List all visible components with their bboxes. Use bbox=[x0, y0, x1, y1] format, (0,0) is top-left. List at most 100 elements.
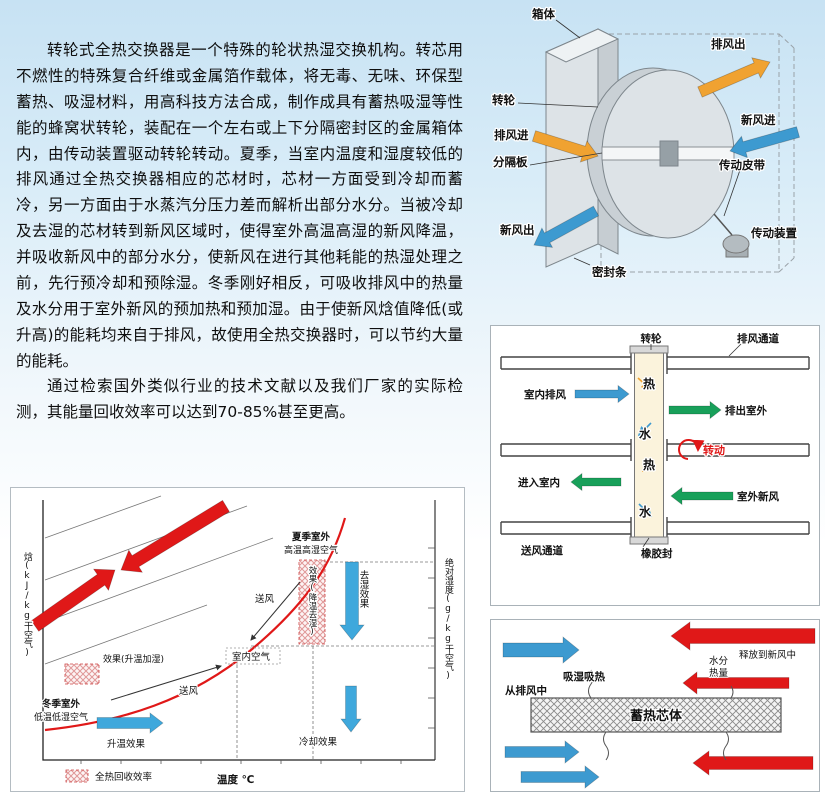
chart-axes bbox=[42, 500, 436, 761]
label-into-indoor: 进入室内 bbox=[518, 476, 560, 489]
label-supply-channel: 送风通道 bbox=[520, 544, 563, 557]
label-fresh-in: 新风进 bbox=[741, 113, 776, 127]
fresh-out-arrow bbox=[533, 205, 600, 248]
wheel-3d-figure: 箱体 排风出 转轮 新风进 排风进 分隔板 传动皮带 新风出 传动装置 密封条 bbox=[468, 4, 820, 316]
rotation-arrow bbox=[678, 439, 705, 460]
transfer-arrows bbox=[502, 621, 816, 789]
label-exhaust-channel: 排风通道 bbox=[737, 332, 779, 345]
heat-transfer-mini-arrow bbox=[641, 459, 654, 473]
schematic-labels: 转轮 排风通道 室内排风 热 排出室外 水 转动 热 进入室内 室外新风 水 送… bbox=[517, 331, 781, 562]
cooling-arrow bbox=[340, 685, 362, 733]
label-supply-summer: 送风 bbox=[255, 593, 275, 605]
label-winter-line1: 冬季室外 bbox=[42, 698, 81, 710]
axis-ticks bbox=[80, 547, 435, 764]
label-cooling-effect: 冷却效果 bbox=[299, 736, 338, 748]
core-labels: 从排风中 吸湿吸热 水分 热量 释放到新风中 蓄热芯体 bbox=[504, 648, 798, 726]
heating-arrow bbox=[96, 712, 164, 734]
moisture-heat-wavy-lines bbox=[588, 669, 734, 761]
label-from-exhaust: 从排风中 bbox=[505, 684, 547, 697]
label-winter-line2: 低温低湿空气 bbox=[34, 711, 88, 723]
intro-text-block: 转轮式全热交换器是一个特殊的轮状热湿交换机构。转芯用不燃性的特殊复合纤维或金属箔… bbox=[16, 38, 463, 426]
rotor-top-cap bbox=[629, 345, 669, 354]
indoor-exhaust-arrow bbox=[574, 384, 630, 404]
wheel-3d-svg: 箱体 排风出 转轮 新风进 排风进 分隔板 传动皮带 新风出 传动装置 密封条 bbox=[491, 6, 800, 281]
legend-hatch-swatch bbox=[65, 769, 89, 783]
enthalpy-guide-lines bbox=[44, 495, 274, 665]
label-core: 蓄热芯体 bbox=[630, 708, 683, 724]
leader-lines bbox=[517, 19, 741, 266]
flow-arrows bbox=[570, 384, 734, 506]
label-absorb: 吸湿吸热 bbox=[563, 670, 605, 683]
fresh-air-arrow-top1 bbox=[670, 621, 816, 651]
winter-supply-line bbox=[110, 664, 222, 701]
fresh-air-arrow-bottom bbox=[692, 750, 814, 776]
intro-paragraph-2: 通过检索国外类似行业的技术文献以及我们厂家的实际检测，其能量回收效率可以达到70… bbox=[16, 377, 463, 422]
heat-transfer-mini-arrow bbox=[637, 377, 652, 391]
label-winter-effect: 效果(升温加湿) bbox=[103, 653, 164, 665]
psychrometric-chart-svg: 夏季室外 高温高湿空气 效果(降温去湿) 去湿效果 送风 室内空气 送风 冬季室… bbox=[21, 495, 455, 788]
leader-lines bbox=[642, 343, 742, 548]
label-wheel: 转轮 bbox=[641, 332, 662, 345]
label-room-air: 室内空气 bbox=[232, 651, 271, 663]
label-heat-bottom: 热 bbox=[643, 457, 655, 472]
intro-paragraph-1: 转轮式全热交换器是一个特殊的轮状热湿交换机构。转芯用不燃性的特殊复合纤维或金属箔… bbox=[16, 41, 463, 370]
exhaust-air-arrow-top bbox=[502, 636, 580, 664]
duct-rails bbox=[500, 352, 810, 539]
label-temperature-axis: 温度 ℃ bbox=[217, 773, 254, 786]
label-exhaust-out: 排风出 bbox=[711, 37, 746, 51]
process-arrows bbox=[30, 499, 365, 734]
chart-labels: 夏季室外 高温高湿空气 效果(降温去湿) 去湿效果 送风 室内空气 送风 冬季室… bbox=[21, 530, 455, 788]
label-divider: 分隔板 bbox=[493, 155, 528, 169]
label-water-top: 水 bbox=[639, 426, 652, 441]
exhaust-in-arrow bbox=[531, 130, 599, 163]
drive-belt-line bbox=[713, 213, 733, 236]
exhaust-air-arrow-bottom2 bbox=[520, 765, 600, 789]
flow-schematic-figure: 转轮 排风通道 室内排风 热 排出室外 水 转动 热 进入室内 室外新风 水 送… bbox=[490, 325, 820, 606]
room-air-box bbox=[225, 647, 281, 665]
label-rubber-seal: 橡胶封 bbox=[641, 547, 673, 560]
label-water-bottom: 水 bbox=[639, 504, 652, 519]
label-legend-recovery: 全热回收效率 bbox=[95, 771, 153, 783]
label-heat: 热量 bbox=[709, 667, 729, 679]
winter-process-arrow bbox=[30, 568, 116, 632]
exhaust-to-outdoor-arrow bbox=[668, 400, 722, 420]
label-exhaust-in: 排风进 bbox=[494, 128, 529, 142]
outdoor-fresh-arrow bbox=[670, 486, 734, 506]
construction-dashed-lines bbox=[236, 561, 435, 760]
into-indoor-arrow bbox=[570, 472, 622, 492]
moisture-transfer-mini-arrow bbox=[637, 422, 652, 437]
label-fresh-out: 新风出 bbox=[500, 223, 535, 237]
moisture-transfer-mini-arrow bbox=[638, 503, 653, 518]
label-humidity-axis: 绝对湿度(g/kg干空气) bbox=[443, 557, 454, 681]
label-summer-line1: 夏季室外 bbox=[291, 531, 331, 543]
label-drive: 传动装置 bbox=[750, 226, 797, 240]
wheel-hub bbox=[659, 140, 679, 167]
label-moisture: 水分 bbox=[709, 655, 729, 667]
label-release: 释放到新风中 bbox=[739, 649, 796, 661]
flow-schematic-svg: 转轮 排风通道 室内排风 热 排出室外 水 转动 热 进入室内 室外新风 水 送… bbox=[500, 331, 810, 562]
label-dehumidify-effect: 去湿效果 bbox=[358, 569, 370, 609]
heat-storage-core-figure: 从排风中 吸湿吸热 水分 热量 释放到新风中 蓄热芯体 bbox=[490, 619, 820, 792]
label-summer-effect: 效果(降温去湿) bbox=[307, 565, 317, 637]
label-heating-effect: 升温效果 bbox=[107, 738, 146, 750]
label-rotation: 转动 bbox=[703, 443, 725, 457]
fresh-in-arrow bbox=[729, 126, 800, 159]
heat-storage-core-svg: 从排风中 吸湿吸热 水分 热量 释放到新风中 蓄热芯体 bbox=[502, 621, 816, 789]
label-box: 箱体 bbox=[532, 7, 555, 21]
motor-pulley bbox=[722, 234, 750, 254]
label-enthalpy-axis: 焓(kJ/kg干空气) bbox=[22, 551, 33, 658]
summer-supply-line bbox=[250, 581, 301, 641]
label-supply-winter: 送风 bbox=[179, 685, 199, 697]
label-belt: 传动皮带 bbox=[718, 158, 765, 172]
psychrometric-chart-figure: 夏季室外 高温高湿空气 效果(降温去湿) 去湿效果 送风 室内空气 送风 冬季室… bbox=[10, 487, 465, 792]
rotor-bottom-cap bbox=[629, 536, 669, 545]
drive-unit bbox=[713, 213, 750, 258]
winter-recovery-hatch bbox=[64, 663, 100, 685]
label-exhaust-to-outdoor: 排出室外 bbox=[725, 404, 767, 417]
air-arrows bbox=[531, 57, 800, 248]
storage-core-bar bbox=[530, 697, 782, 733]
wheel-figure-labels: 箱体 排风出 转轮 新风进 排风进 分隔板 传动皮带 新风出 传动装置 密封条 bbox=[491, 6, 799, 281]
summer-process-arrow bbox=[120, 499, 230, 573]
label-seal: 密封条 bbox=[591, 265, 627, 279]
